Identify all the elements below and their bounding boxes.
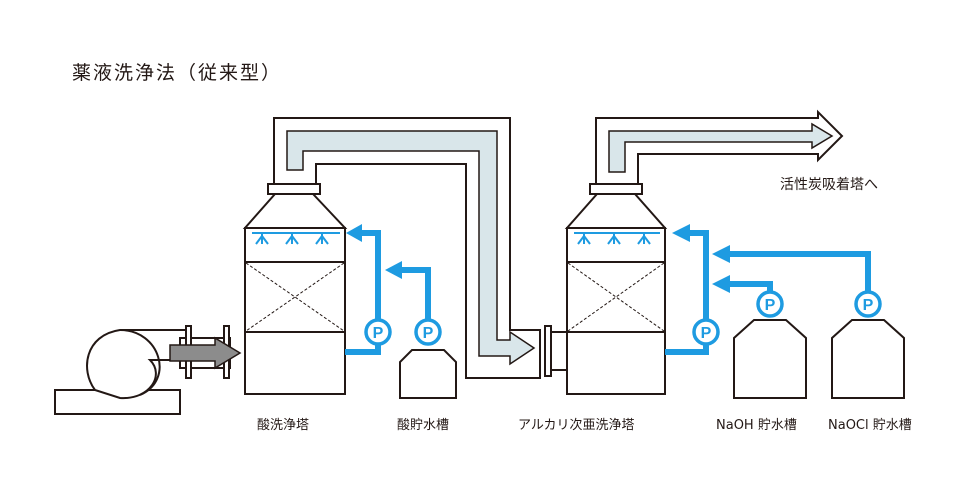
- naoh-feed-line: [730, 281, 773, 292]
- acid-tank: [399, 349, 457, 399]
- pump-acid-circulation: P: [364, 318, 392, 346]
- naocl-tank: [831, 319, 905, 399]
- alkali-tower: [564, 183, 668, 395]
- duct-2-flow-arrow: [608, 122, 834, 173]
- blower: [54, 325, 231, 415]
- acid-tower-top: [242, 193, 348, 229]
- alkali-tower-top: [564, 193, 668, 229]
- pump-symbol: P: [373, 325, 384, 342]
- label-naocl-tank: NaOCl 貯水槽: [828, 418, 912, 433]
- label-naoh-tank: NaOH 貯水槽: [716, 418, 797, 433]
- alkali-circulation-line: [665, 230, 709, 355]
- alkali-tower-flange: [589, 183, 643, 195]
- naocl-feed-line: [730, 251, 871, 292]
- label-acid-tank: 酸貯水槽: [397, 418, 450, 433]
- pump-symbol: P: [765, 297, 776, 314]
- duct-1-flange: [544, 325, 568, 377]
- alkali-tower-body: [566, 227, 666, 395]
- naoh-tank: [733, 319, 807, 399]
- duct-1-outer: [273, 117, 541, 379]
- duct-1-flow-arrow: [286, 130, 536, 366]
- gas-inlet-arrow: [169, 336, 242, 370]
- label-alkali-tower: アルカリ次亜洗浄塔: [518, 418, 635, 433]
- pump-naoh-feed: P: [756, 290, 784, 318]
- acid-feed-line: [402, 267, 431, 322]
- duct-2-outer: [595, 109, 844, 185]
- acid-tower-body: [244, 227, 346, 395]
- pump-symbol: P: [863, 297, 874, 314]
- pump-naocl-feed: P: [854, 290, 882, 318]
- pump-symbol: P: [701, 325, 712, 342]
- label-acid-tower: 酸洗浄塔: [257, 418, 310, 433]
- liquid-lines: [345, 230, 871, 355]
- pump-acid-feed: P: [414, 318, 442, 346]
- diagram-title: 薬液洗浄法（従来型）: [72, 62, 283, 84]
- pump-symbol: P: [423, 325, 434, 342]
- alkali-tower-sprayer: [574, 232, 660, 245]
- acid-tower-flange: [267, 183, 321, 195]
- liquid-arrowheads: [346, 224, 730, 293]
- acid-circulation-line: [345, 230, 381, 355]
- pump-alkali-circulation: P: [692, 318, 720, 346]
- acid-tower-sprayer: [252, 232, 340, 245]
- label-outlet: 活性炭吸着塔へ: [780, 177, 878, 193]
- blower-housing: [86, 329, 191, 400]
- acid-tower: [242, 183, 348, 395]
